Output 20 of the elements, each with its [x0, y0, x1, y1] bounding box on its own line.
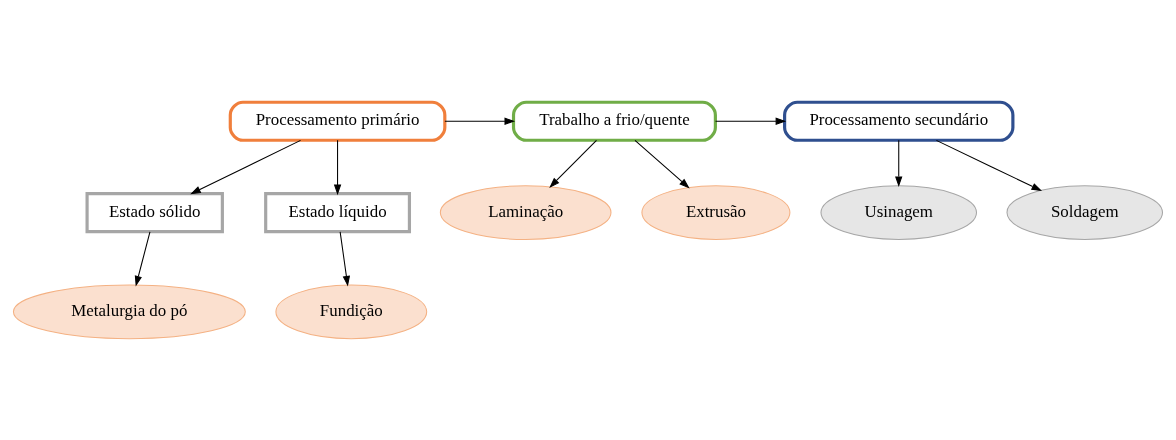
arrow	[444, 117, 516, 125]
arrow	[549, 139, 597, 188]
arrow	[339, 230, 351, 286]
node-box: Trabalho a frio/quente	[511, 100, 717, 142]
arrow	[935, 139, 1043, 191]
node-box: Processamento secundário	[783, 100, 1015, 142]
arrow	[134, 230, 151, 286]
node-ellipse: Fundição	[275, 284, 428, 339]
node-ellipse: Laminação	[439, 184, 612, 240]
arrow	[715, 117, 787, 125]
arrow	[333, 139, 342, 195]
node-ellipse: Metalurgia do pó	[12, 284, 246, 339]
arrow	[190, 139, 302, 194]
arrow	[634, 139, 690, 188]
node-ellipse: Extrusão	[641, 184, 791, 240]
arrow	[895, 139, 903, 187]
node-ellipse: Usinagem	[820, 184, 978, 240]
node-box: Estado líquido	[264, 191, 411, 233]
node-box: Estado sólido	[85, 191, 224, 233]
node-box: Processamento primário	[228, 100, 447, 142]
